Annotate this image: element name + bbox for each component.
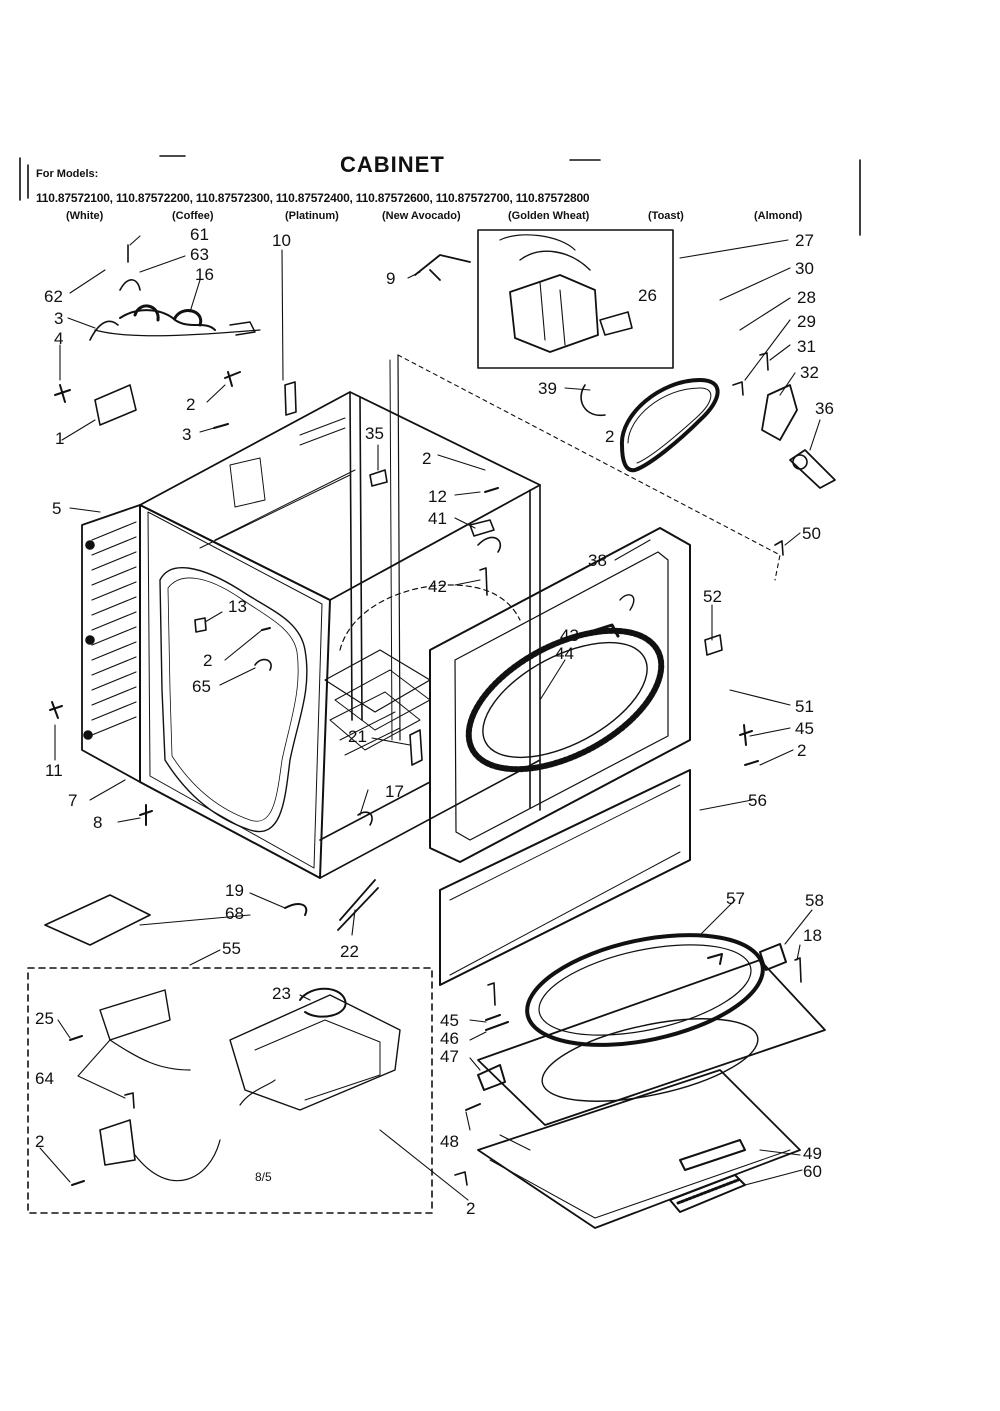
callout-58: 58	[805, 891, 824, 910]
callout-23: 23	[272, 984, 291, 1003]
drive-belt	[622, 380, 718, 470]
callout-38: 38	[588, 551, 607, 570]
callout-49: 49	[803, 1144, 822, 1163]
motor-inset-box	[478, 230, 673, 368]
leader-lines	[40, 236, 820, 1200]
callout-2: 2	[203, 651, 213, 670]
callout-52: 52	[703, 587, 722, 606]
callout-2: 2	[797, 741, 807, 760]
callout-55: 55	[222, 939, 241, 958]
callout-8: 8	[93, 813, 103, 832]
side-panel-cutout	[160, 568, 307, 832]
callout-32: 32	[800, 363, 819, 382]
callout-13: 13	[228, 597, 247, 616]
floor-bracket	[45, 895, 150, 945]
callout-3: 3	[182, 425, 192, 444]
color-white: (White)	[66, 210, 104, 222]
callout-2: 2	[35, 1132, 45, 1151]
footnote: 8/5	[255, 1170, 272, 1184]
callout-21: 21	[348, 727, 367, 746]
model-colors: (White) (Coffee) (Platinum) (New Avocado…	[0, 210, 1000, 228]
color-golden-wheat: (Golden Wheat)	[508, 210, 590, 222]
callout-42: 42	[428, 577, 447, 596]
callout-9: 9	[386, 269, 396, 288]
color-almond: (Almond)	[754, 210, 803, 222]
model-numbers: 110.87572100, 110.87572200, 110.87572300…	[36, 191, 590, 205]
callout-11: 11	[45, 761, 63, 780]
callout-35: 35	[365, 424, 384, 443]
callout-47: 47	[440, 1047, 459, 1066]
callout-22: 22	[340, 942, 359, 961]
callout-48: 48	[440, 1132, 459, 1151]
callout-63: 63	[190, 245, 209, 264]
page-title: CABINET	[340, 152, 445, 177]
rear-panel-vents	[82, 505, 140, 782]
callout-2: 2	[466, 1199, 476, 1218]
callout-5: 5	[52, 499, 62, 518]
callout-68: 68	[225, 904, 244, 923]
top-cover-assembly	[478, 916, 825, 1228]
callout-2: 2	[605, 427, 615, 446]
front-panel	[430, 528, 690, 862]
wiring-harness	[100, 989, 400, 1181]
door-seal	[446, 602, 683, 798]
callout-3: 3	[54, 309, 64, 328]
callout-4: 4	[54, 329, 64, 348]
callout-65: 65	[192, 677, 211, 696]
callout-61: 61	[190, 225, 209, 244]
callout-36: 36	[815, 399, 834, 418]
callout-10: 10	[272, 231, 291, 250]
callout-60: 60	[803, 1162, 822, 1181]
cabinet-body	[140, 392, 540, 878]
callout-17: 17	[385, 782, 404, 801]
callout-44: 44	[555, 644, 574, 663]
callout-57: 57	[726, 889, 745, 908]
callout-46: 46	[440, 1029, 459, 1048]
color-new-avocado: (New Avocado)	[382, 210, 461, 222]
callout-2: 2	[186, 395, 196, 414]
color-toast: (Toast)	[648, 210, 684, 222]
header-left-bracket	[20, 158, 28, 200]
callout-1: 1	[55, 429, 65, 448]
callout-45: 45	[440, 1011, 459, 1030]
callout-12: 12	[428, 487, 447, 506]
callout-30: 30	[795, 259, 814, 278]
callout-51: 51	[795, 697, 814, 716]
callout-45: 45	[795, 719, 814, 738]
color-platinum: (Platinum)	[285, 210, 339, 222]
callout-27: 27	[795, 231, 814, 250]
callout-62: 62	[44, 287, 63, 306]
callout-50: 50	[802, 524, 821, 543]
callout-25: 25	[35, 1009, 54, 1028]
motor-assembly	[415, 230, 835, 488]
callout-26: 26	[638, 286, 657, 305]
callout-43: 43	[560, 626, 579, 645]
callout-19: 19	[225, 881, 244, 900]
color-coffee: (Coffee)	[172, 210, 214, 222]
callout-31: 31	[797, 337, 816, 356]
for-models-label: For Models:	[36, 168, 99, 180]
door-gasket	[517, 916, 773, 1064]
inset-box-55	[28, 968, 432, 1213]
callout-18: 18	[803, 926, 822, 945]
callout-16: 16	[195, 265, 214, 284]
callout-2: 2	[422, 449, 432, 468]
callout-56: 56	[748, 791, 767, 810]
callout-64: 64	[35, 1069, 54, 1088]
cord-parts	[90, 245, 260, 425]
callout-41: 41	[428, 509, 447, 528]
callout-28: 28	[797, 288, 816, 307]
door	[478, 1070, 800, 1228]
callout-29: 29	[797, 312, 816, 331]
callout-7: 7	[68, 791, 78, 810]
callout-39: 39	[538, 379, 557, 398]
toe-panel	[440, 770, 690, 985]
